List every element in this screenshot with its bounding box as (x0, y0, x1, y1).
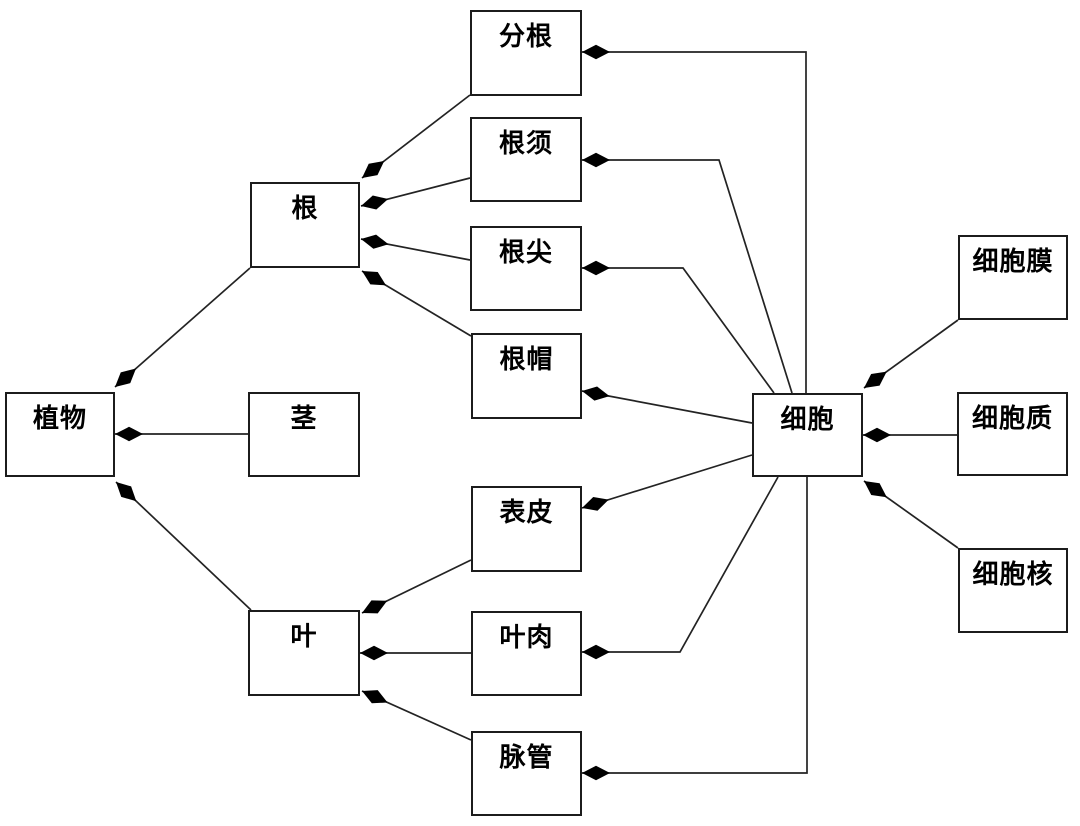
node-root: 根 (250, 182, 360, 268)
edge-vein-cell (582, 477, 808, 781)
node-label-cell: 细胞 (780, 405, 835, 435)
node-label-cytoplasm: 细胞质 (971, 404, 1053, 434)
edge-leaf-epidermis (361, 559, 472, 614)
node-label-cell-membrane: 细胞膜 (972, 247, 1054, 277)
edge-cell-cell-membrane (863, 319, 959, 389)
node-label-mesophyll: 叶肉 (499, 623, 554, 653)
node-leaf: 叶 (248, 610, 360, 696)
edge-root-root-hair (360, 177, 471, 210)
node-nucleus: 细胞核 (958, 548, 1068, 633)
node-plant: 植物 (5, 392, 115, 477)
node-branch-root: 分根 (470, 10, 582, 96)
node-label-nucleus: 细胞核 (972, 560, 1054, 590)
edge-root-root-tip (360, 234, 471, 261)
node-cell: 细胞 (752, 393, 863, 477)
node-epidermis: 表皮 (471, 486, 582, 572)
edge-root-hair-cell (582, 152, 793, 394)
edge-root-cap-cell (581, 386, 753, 424)
node-label-root-tip: 根尖 (498, 238, 553, 268)
edge-root-branch-root (361, 94, 471, 179)
edge-mesophyll-cell (582, 476, 779, 660)
edge-root-tip-cell (582, 260, 775, 394)
node-root-tip: 根尖 (470, 226, 582, 311)
node-label-vein: 脉管 (499, 743, 554, 773)
node-label-plant: 植物 (32, 404, 87, 434)
node-label-root-cap: 根帽 (499, 345, 554, 375)
node-label-epidermis: 表皮 (499, 498, 554, 528)
edge-leaf-vein (361, 690, 472, 741)
node-root-cap: 根帽 (471, 333, 582, 419)
edge-plant-root (114, 267, 251, 388)
edge-epidermis-cell (581, 454, 753, 511)
edge-branch-root-cell (582, 44, 807, 393)
node-label-root: 根 (291, 194, 319, 224)
node-mesophyll: 叶肉 (471, 611, 582, 696)
node-label-stem: 茎 (290, 404, 318, 434)
node-stem: 茎 (248, 392, 360, 477)
node-label-root-hair: 根须 (498, 129, 553, 159)
node-label-leaf: 叶 (290, 622, 318, 652)
node-cell-membrane: 细胞膜 (958, 235, 1068, 320)
node-vein: 脉管 (471, 731, 582, 816)
node-label-branch-root: 分根 (498, 22, 553, 52)
node-cytoplasm: 细胞质 (957, 392, 1068, 476)
edge-plant-leaf (115, 481, 252, 611)
edge-cell-nucleus (863, 480, 959, 549)
node-root-hair: 根须 (470, 117, 582, 202)
edge-root-root-cap (361, 270, 472, 337)
